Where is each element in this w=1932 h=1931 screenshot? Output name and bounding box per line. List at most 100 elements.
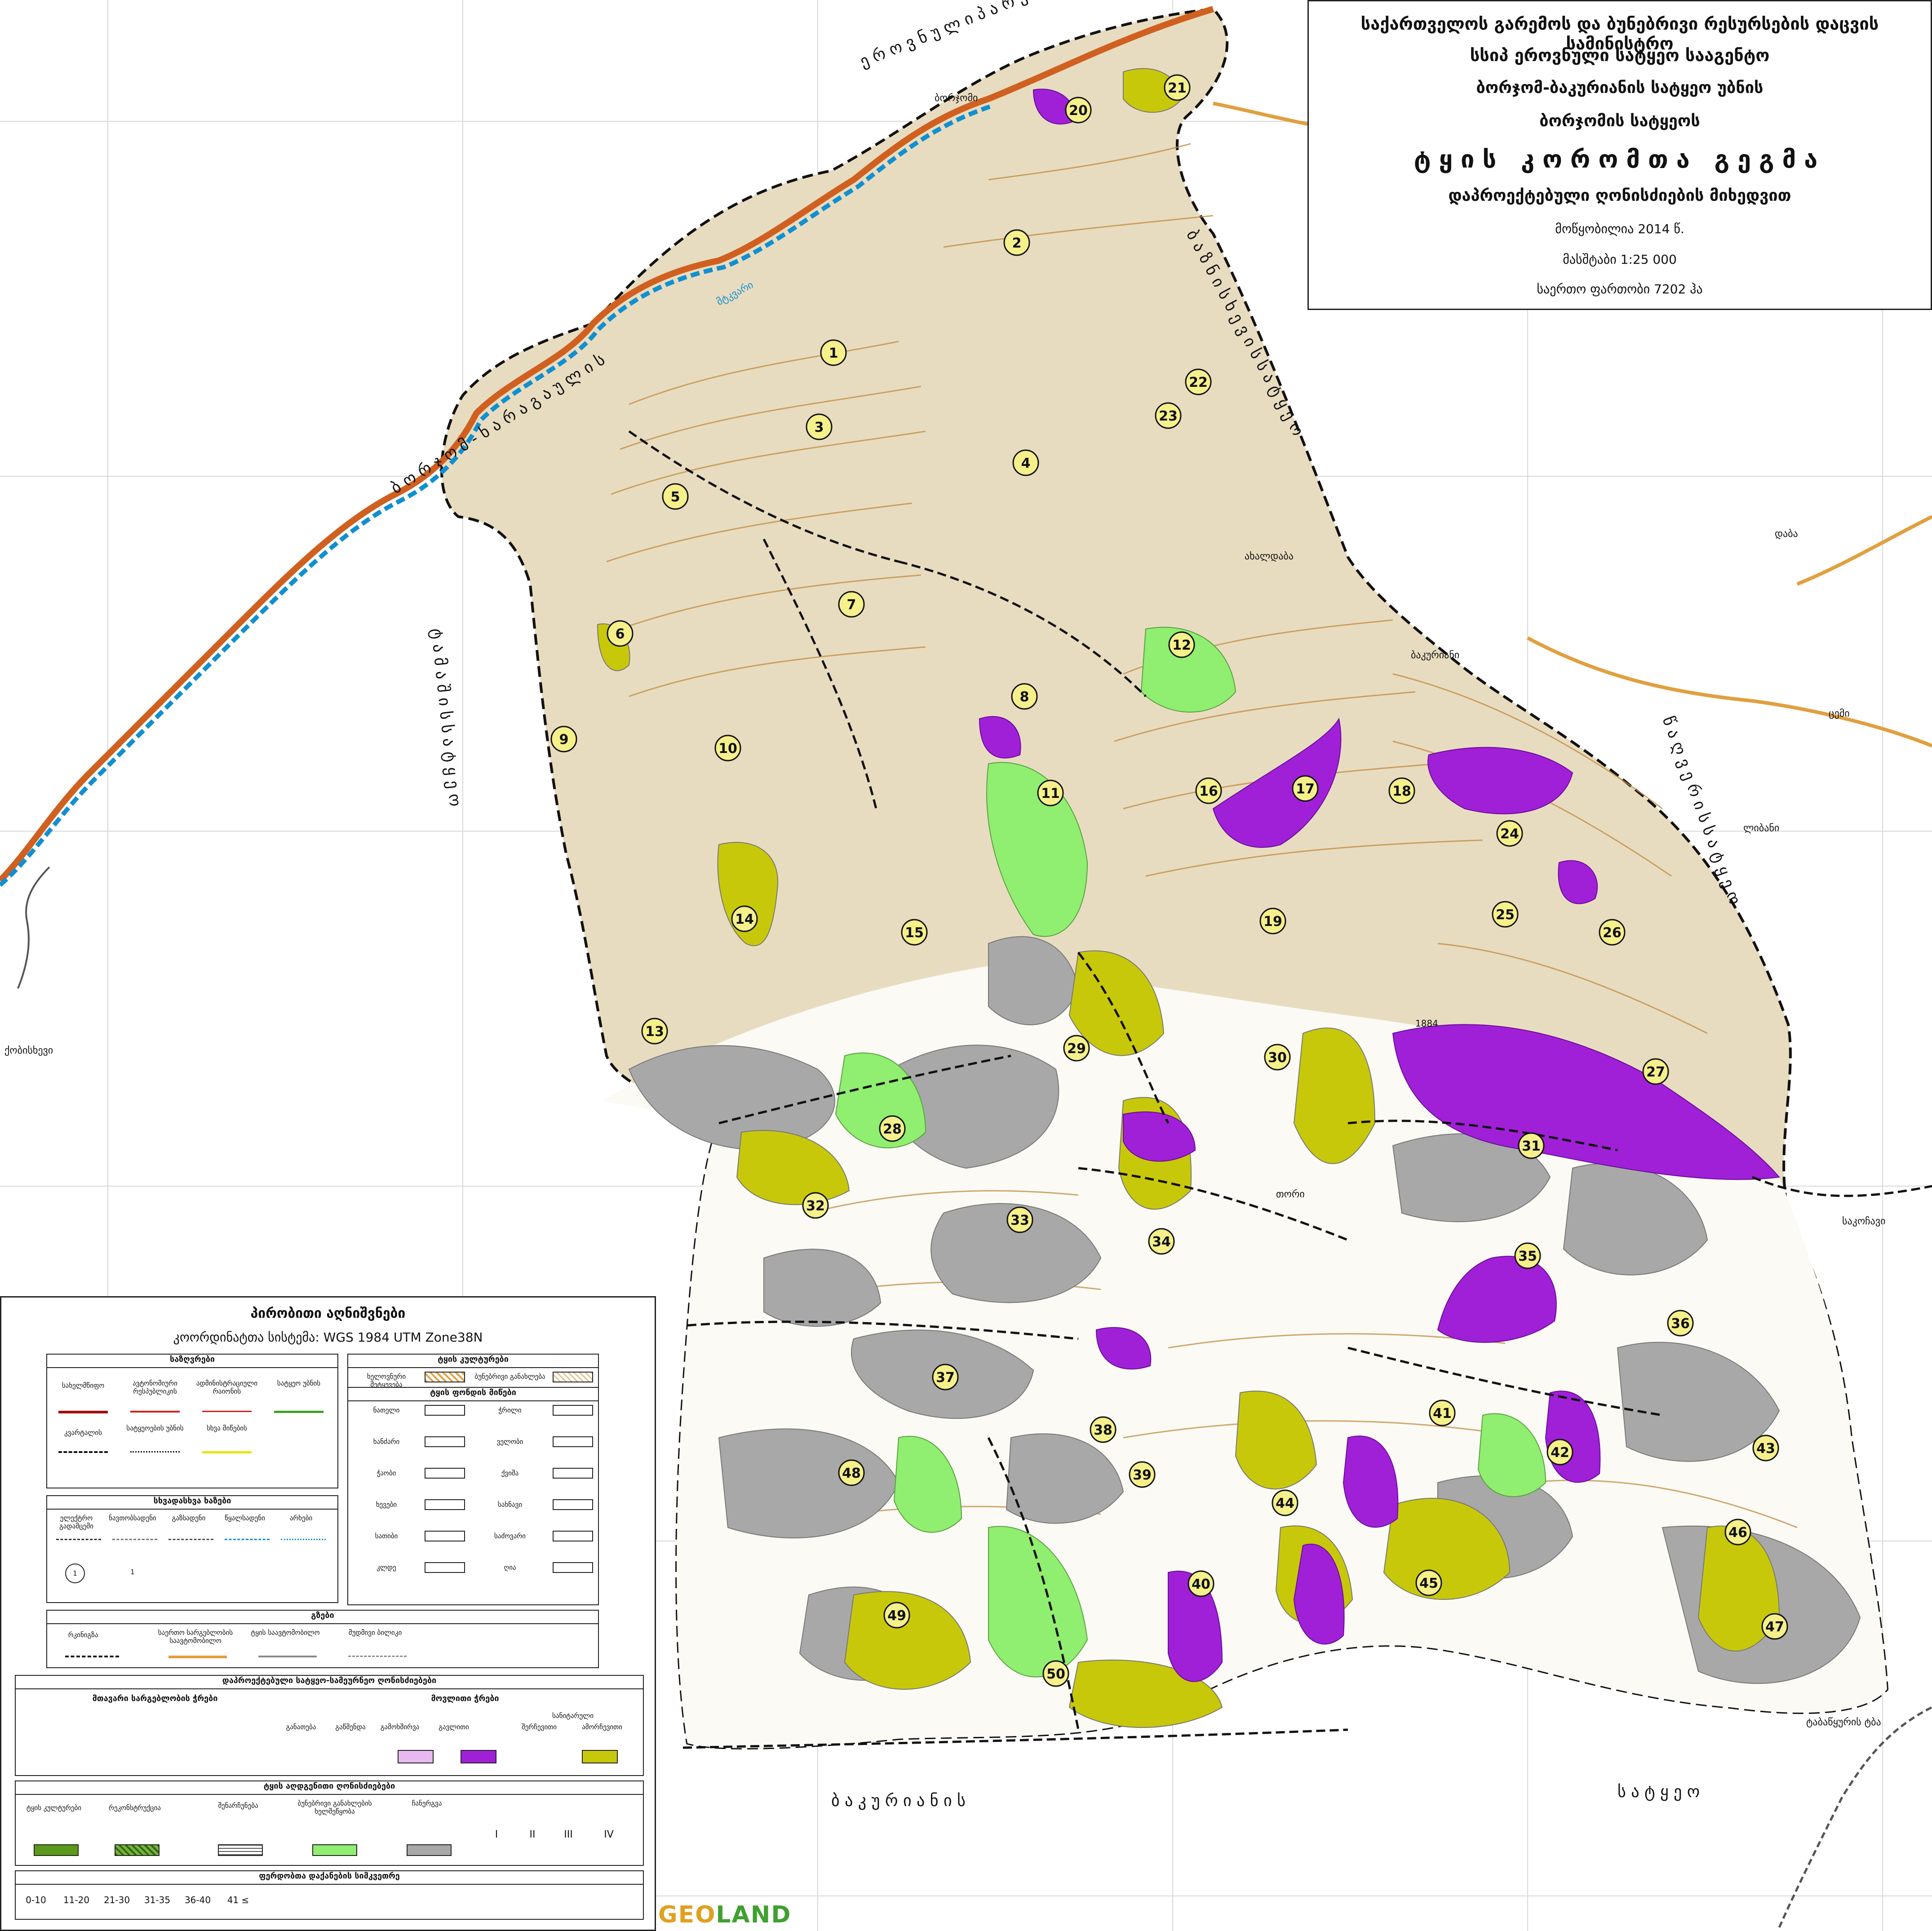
compartment-circle — [731, 905, 758, 932]
compartment-6: 6 — [607, 620, 634, 647]
compartment-number: 21 — [1168, 80, 1187, 96]
olive-zones — [597, 68, 1780, 1728]
legend-lines: სხვადასხვა ხაზები ელექტრო გადამცემი ნავთ… — [46, 1495, 338, 1603]
compartment-circle — [1492, 901, 1519, 928]
compartment-26: 26 — [1599, 919, 1626, 946]
compartment-circle — [1642, 1058, 1669, 1085]
legend-slopes: ფერდობთა დაქანების სიმკვეთრე 0-10 11-20 … — [15, 1870, 644, 1920]
compartment-number: 30 — [1268, 1050, 1287, 1066]
legend-boundaries-head: საზღვრები — [47, 1355, 337, 1368]
compartment-circle — [641, 1018, 668, 1045]
compartment-circle — [1006, 1206, 1033, 1233]
legend-roads: გზები რკინიგზა საერთო სარგებლობის საავტო… — [46, 1610, 599, 1668]
compartment-15: 15 — [901, 919, 928, 946]
legend-line-1: ნავთობსადენი — [109, 1514, 156, 1522]
compartment-number: 25 — [1496, 907, 1515, 923]
legend-fund-3: ველობი — [496, 1438, 523, 1446]
legend-boundary-0: სახელმწიფო — [62, 1382, 105, 1390]
compartment-number: 15 — [905, 925, 924, 941]
legend-fund-6: ხევები — [376, 1501, 397, 1509]
legend-boundary-6: სხვა მიწების — [206, 1424, 248, 1432]
compartment-number: 45 — [1419, 1576, 1438, 1591]
compartment-8: 8 — [1011, 683, 1038, 710]
legend-coordinate-system: კოორდინატთა სისტემა: WGS 1984 UTM Zone38… — [1, 1330, 655, 1345]
legend-culture-1: ბუნებრივი განახლება — [474, 1373, 545, 1381]
legend-main-use: მთავარი სარგებლობის ჭრები — [92, 1694, 218, 1703]
legend-care-1: გაწმენდა — [335, 1723, 366, 1731]
label-libani: ლიბანი — [1743, 823, 1779, 834]
lower-zone — [602, 966, 1887, 1748]
compartment-number: 29 — [1067, 1041, 1086, 1057]
legend-line-4: არხები — [289, 1514, 313, 1522]
compartment-circle — [802, 1192, 829, 1219]
legend-sanitary-0: შერჩევითი — [521, 1723, 557, 1731]
compartment-number: 46 — [1728, 1525, 1747, 1541]
compartment-circle — [1259, 908, 1286, 934]
legend-fund-5: ქვიშა — [501, 1469, 519, 1477]
legend-road-3: მუდმივი ბილიკი — [348, 1629, 402, 1637]
compartment-46: 46 — [1724, 1519, 1751, 1546]
compartment-3: 3 — [806, 413, 833, 440]
label-borjomi: ბორჯომი — [935, 93, 978, 104]
label-park-north: ე რ ო ვ ნ უ ლ ი პ ა რ კ ი — [857, 0, 1042, 71]
compartment-4: 4 — [1012, 449, 1039, 476]
legend-class-4: IV — [604, 1829, 614, 1840]
legend-restoration-1: რეკონსტრუქცია — [109, 1804, 161, 1812]
legend-restoration-4: ჩანერგვა — [412, 1799, 442, 1807]
compartment-circle — [1185, 368, 1212, 395]
compartment-21: 21 — [1164, 74, 1191, 101]
compartment-number: 26 — [1603, 925, 1622, 941]
legend-cultures-head: ტყის კულტურები — [348, 1355, 598, 1368]
label-south-tail: ს ა ტ ყ ე ო — [1617, 1783, 1700, 1801]
compartment-circle — [838, 591, 865, 618]
compartment-number: 48 — [842, 1466, 861, 1481]
legend-fund-7: სახნავი — [497, 1501, 523, 1509]
label-akhaldaba: ახალდაბა — [1245, 551, 1294, 562]
legend-slopes-head: ფერდობთა დაქანების სიმკვეთრე — [16, 1871, 643, 1885]
legend-fund-9: საძოვარი — [494, 1532, 526, 1540]
legend-road-2: ტყის საავტომობილო — [251, 1629, 320, 1637]
compartment-number: 19 — [1263, 914, 1282, 930]
compartment-43: 43 — [1752, 1435, 1779, 1462]
compartment-number: 1 — [829, 345, 838, 361]
legend-restoration-0: ტყის კულტურები — [26, 1804, 82, 1812]
legend-fund-0: ნათელი — [373, 1406, 400, 1414]
compartment-30: 30 — [1264, 1044, 1291, 1071]
compartment-circle — [1429, 1400, 1456, 1426]
compartment-circle — [1011, 683, 1038, 710]
compartment-41: 41 — [1429, 1400, 1456, 1426]
compartment-27: 27 — [1642, 1058, 1669, 1085]
label-elevation: 1884 — [1415, 1018, 1438, 1029]
compartment-47: 47 — [1761, 1613, 1788, 1640]
legend-boundary-4: კვარტალის — [64, 1429, 102, 1437]
legend-road-0: რკინიგზა — [68, 1631, 98, 1639]
compartment-number: 3 — [815, 420, 824, 435]
legend-boundary-5: სატყეოების უბნის — [126, 1424, 184, 1432]
compartment-number: 22 — [1189, 375, 1208, 390]
legend-fund-4: ჭაობი — [377, 1469, 396, 1477]
legend-line-0: ელექტრო გადამცემი — [59, 1514, 93, 1530]
compartment-circle — [1003, 229, 1030, 256]
legend-line-2: გაზსადენი — [172, 1514, 206, 1522]
compartment-number: 44 — [1276, 1496, 1294, 1511]
legend-fund-10: კლდე — [377, 1563, 396, 1572]
compartment-number: 16 — [1199, 784, 1218, 799]
label-daba: დაბა — [1775, 528, 1798, 540]
compartment-17: 17 — [1292, 775, 1319, 802]
compartment-35: 35 — [1514, 1242, 1541, 1269]
compartment-number: 10 — [718, 741, 737, 757]
legend-measures-head: დაპროექტებული სატყეო-სამეურნეო ღონისძიებ… — [16, 1676, 643, 1689]
compartment-44: 44 — [1272, 1489, 1298, 1516]
compartment-39: 39 — [1129, 1461, 1156, 1488]
compartment-48: 48 — [838, 1459, 865, 1486]
label-tori: თორი — [1276, 1189, 1305, 1200]
compartment-circle — [1724, 1519, 1751, 1546]
purple-zones — [979, 89, 1780, 1682]
label-bakuriani-south: ბ ა კ უ რ ი ა ნ ი ს — [831, 1792, 966, 1810]
national-park-boundary — [0, 6, 1214, 883]
compartment-circle — [1292, 775, 1319, 802]
compartment-37: 37 — [932, 1364, 959, 1391]
compartment-circle — [1272, 1489, 1298, 1516]
quarter-boundaries — [628, 430, 1932, 1749]
compartment-number: 6 — [616, 626, 625, 642]
